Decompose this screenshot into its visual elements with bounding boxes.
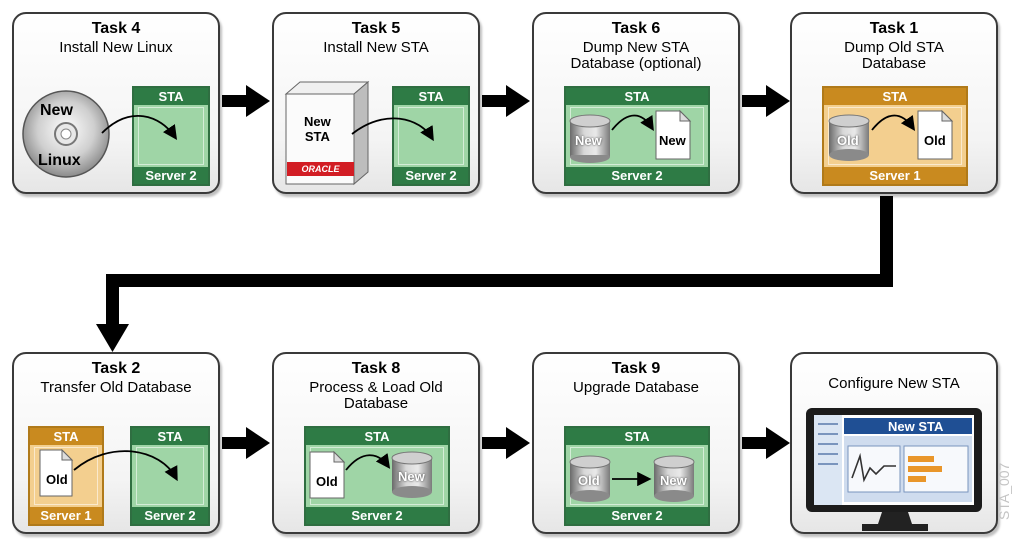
cd-disc-icon (22, 90, 110, 178)
document-icon (309, 450, 346, 499)
sta-header: STA (30, 428, 102, 445)
task-5-title: Install New STA (323, 39, 429, 56)
cd-new-label: New (40, 102, 73, 119)
sta-header: STA (306, 428, 448, 445)
db-new-label: New (398, 469, 425, 484)
task-4-label: Task 4 (91, 20, 141, 37)
task-5-card: Task 5 Install New STA New STA ORACLE ST… (272, 12, 480, 194)
task-2-label: Task 2 (91, 360, 141, 377)
task-8-title: Process & Load Old Database (309, 379, 443, 412)
db-old-label: Old (837, 133, 859, 148)
doc-new-label: New (659, 133, 686, 148)
sta-header: STA (134, 88, 208, 105)
server-label: Server 2 (306, 507, 448, 524)
server-label: Server 1 (824, 167, 966, 184)
task-4-card: Task 4 Install New Linux New Linux STA S… (12, 12, 220, 194)
server-label: Server 2 (134, 167, 208, 184)
server-2-box: STA Server 2 (304, 426, 450, 526)
database-cylinder-icon (569, 114, 611, 163)
doc-old-label: Old (924, 133, 946, 148)
oracle-logo: ORACLE (287, 162, 354, 176)
db-new-label: New (575, 133, 602, 148)
task-5-label: Task 5 (351, 20, 401, 37)
install-arrow (101, 115, 178, 140)
install-arrow (351, 117, 434, 142)
server-label: Server 2 (566, 167, 708, 184)
db-new-label: New (660, 473, 687, 488)
monitor-title: New STA (888, 419, 944, 434)
document-icon (655, 109, 692, 160)
database-cylinder-icon (569, 455, 611, 502)
sta-header: STA (394, 88, 468, 105)
server-label: Server 1 (30, 507, 102, 524)
task-1-label: Task 1 (869, 20, 919, 37)
task-9-label: Task 9 (611, 360, 661, 377)
task-2-title: Transfer Old Database (40, 379, 192, 396)
task-6-label: Task 6 (611, 20, 661, 37)
cd-linux-label: Linux (38, 152, 81, 169)
document-icon (917, 109, 954, 160)
sta-header: STA (132, 428, 208, 445)
task-4-title: Install New Linux (59, 39, 173, 56)
server-label: Server 2 (132, 507, 208, 524)
task-2-card: Task 2 Transfer Old Database STA Server … (12, 352, 220, 534)
database-cylinder-icon (391, 451, 433, 498)
server-label: Server 2 (566, 507, 708, 524)
doc-old-label: Old (46, 472, 68, 487)
task-1-title: Dump Old STA Database (844, 39, 944, 72)
flow-arrow (96, 85, 893, 459)
task-8-card: Task 8 Process & Load Old Database STA S… (272, 352, 480, 534)
server-1-box: STA Server 1 (28, 426, 104, 526)
document-icon (39, 448, 74, 497)
figure-id-watermark: STA_007 (996, 462, 1012, 520)
sta-header: STA (824, 88, 966, 105)
task-8-label: Task 8 (351, 360, 401, 377)
database-cylinder-icon (653, 455, 695, 502)
configure-title: Configure New STA (828, 375, 960, 392)
server-label: Server 2 (394, 167, 468, 184)
sta-header: STA (566, 88, 708, 105)
sta-header: STA (566, 428, 708, 445)
db-old-label: Old (578, 473, 600, 488)
database-cylinder-icon (828, 114, 870, 161)
monitor-icon (806, 408, 982, 531)
task-9-card: Task 9 Upgrade Database STA Server 2 (532, 352, 740, 534)
configure-card: Configure New STA New STA (790, 352, 998, 534)
new-sta-box-label: New STA (304, 114, 331, 144)
task-6-title: Dump New STA Database (optional) (570, 39, 702, 72)
task-9-title: Upgrade Database (573, 379, 699, 396)
doc-old-label: Old (316, 474, 338, 489)
